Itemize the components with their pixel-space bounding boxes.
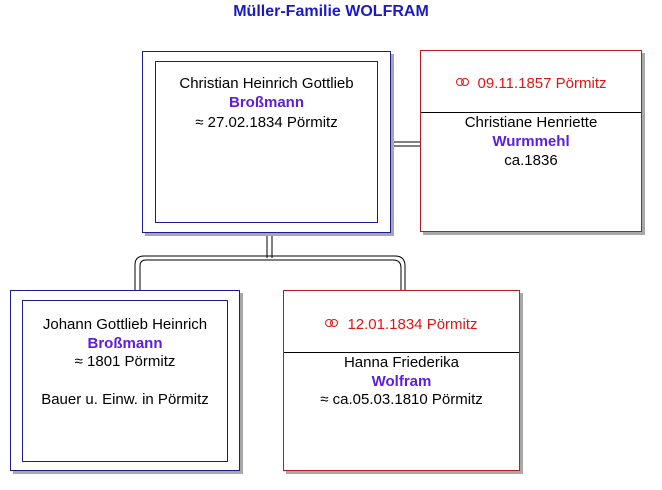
- parents-connector: [134, 255, 406, 291]
- mother-surname: Wurmmehl: [492, 133, 570, 150]
- person-box-father-inner: [155, 61, 378, 223]
- grandfather-occupation: Bauer u. Einw. in Pörmitz: [41, 391, 209, 408]
- grandmother-birth: ≈ ca.05.03.1810 Pörmitz: [320, 391, 483, 408]
- child-connector: [266, 232, 273, 258]
- father-given-names: Christian Heinrich Gottlieb: [179, 75, 354, 92]
- grandmother-given-names: Hanna Friederika: [343, 354, 460, 371]
- grandmother-marriage-date: 12.01.1834 Pörmitz: [347, 316, 478, 333]
- father-birth: ≈ 27.02.1834 Pörmitz: [195, 114, 338, 131]
- person-box-father[interactable]: Christian Heinrich Gottlieb Broßmann ≈ 2…: [142, 51, 391, 233]
- person-box-grandfather[interactable]: Johann Gottlieb Heinrich Broßmann ≈ 1801…: [10, 290, 240, 471]
- wedding-rings-icon: [455, 78, 472, 88]
- mother-divider: [421, 112, 641, 113]
- grandmother-marriage-line: 12.01.1834 Pörmitz: [284, 316, 519, 334]
- mother-birth: ca.1836: [504, 152, 558, 169]
- mother-marriage-date: 09.11.1857 Pörmitz: [477, 75, 607, 92]
- grandfather-surname: Broßmann: [87, 335, 163, 352]
- spouse-connector-top: [389, 141, 421, 147]
- grandmother-surname: Wolfram: [371, 373, 432, 390]
- wedding-rings-icon: [325, 319, 341, 329]
- person-box-grandmother[interactable]: 12.01.1834 Pörmitz Hanna Friederika Wolf…: [283, 290, 520, 471]
- mother-given-names: Christiane Henriette: [464, 114, 598, 131]
- grandfather-birth: ≈ 1801 Pörmitz: [74, 353, 176, 370]
- mother-marriage-line: 09.11.1857 Pörmitz: [421, 75, 641, 93]
- chart-title: Müller-Familie WOLFRAM: [233, 3, 429, 20]
- father-surname: Broßmann: [229, 94, 304, 111]
- grandmother-divider: [284, 352, 519, 353]
- grandfather-given-names: Johann Gottlieb Heinrich: [42, 316, 208, 333]
- person-box-grandfather-inner: [22, 300, 228, 462]
- person-box-mother[interactable]: 09.11.1857 Pörmitz Christiane Henriette …: [420, 50, 642, 232]
